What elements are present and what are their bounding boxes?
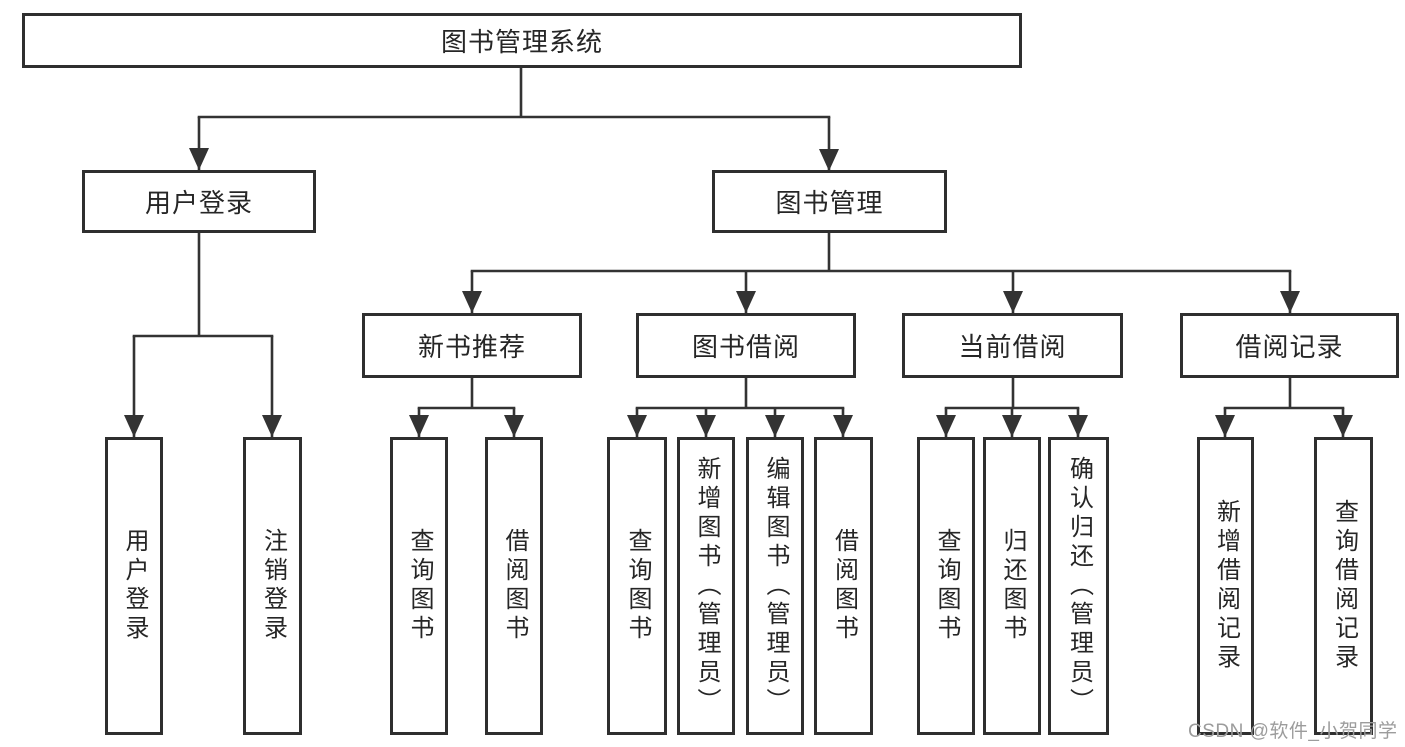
connector-line xyxy=(132,66,1345,410)
leaf-newbook-query-books: 查询图书 xyxy=(390,437,448,735)
leaf-user-login: 用户登录 xyxy=(105,437,163,735)
node-library-system: 图书管理系统 xyxy=(22,13,1022,68)
node-current-borrow: 当前借阅 xyxy=(902,313,1123,378)
node-label: 借阅图书 xyxy=(501,528,528,644)
node-label: 借阅记录 xyxy=(1235,332,1344,362)
leaf-current-confirm-return-admin: 确认归还（管理员） xyxy=(1048,437,1109,735)
leaf-logout-login: 注销登录 xyxy=(243,437,302,735)
node-label: 归还图书 xyxy=(999,528,1026,644)
node-label: 图书管理 xyxy=(775,188,884,218)
leaf-current-query-books: 查询图书 xyxy=(917,437,975,735)
node-label: 确认归还（管理员） xyxy=(1065,455,1093,717)
node-label: 借阅图书 xyxy=(830,528,858,644)
leaf-borrow-add-books-admin: 新增图书（管理员） xyxy=(677,437,735,735)
node-label: 新增图书（管理员） xyxy=(693,455,720,717)
leaf-record-query-borrow-record: 查询借阅记录 xyxy=(1314,437,1373,735)
node-label: 注销登录 xyxy=(259,528,287,644)
csdn-watermark: CSDN @软件_小贺同学 xyxy=(1188,721,1398,742)
node-label: 新增借阅记录 xyxy=(1212,499,1240,673)
leaf-newbook-borrow-books: 借阅图书 xyxy=(485,437,543,735)
node-label: 编辑图书（管理员） xyxy=(762,455,789,717)
leaf-borrow-edit-books-admin: 编辑图书（管理员） xyxy=(746,437,804,735)
node-label: 用户登录 xyxy=(144,188,253,218)
leaf-record-add-borrow-record: 新增借阅记录 xyxy=(1197,437,1254,735)
leaf-borrow-borrow-books: 借阅图书 xyxy=(814,437,873,735)
node-label: 查询图书 xyxy=(933,528,960,644)
node-label: 用户登录 xyxy=(121,528,148,644)
leaf-borrow-query-books: 查询图书 xyxy=(607,437,667,735)
node-book-borrow: 图书借阅 xyxy=(636,313,856,378)
node-label: 图书借阅 xyxy=(691,332,800,362)
node-label: 图书管理系统 xyxy=(440,27,603,57)
leaf-current-return-books: 归还图书 xyxy=(983,437,1041,735)
node-label: 当前借阅 xyxy=(958,332,1067,362)
node-borrow-record: 借阅记录 xyxy=(1180,313,1399,378)
node-label: 查询图书 xyxy=(624,528,651,644)
node-label: 新书推荐 xyxy=(417,332,526,362)
node-new-book-recommend: 新书推荐 xyxy=(362,313,582,378)
node-label: 查询借阅记录 xyxy=(1330,499,1358,673)
node-user-login: 用户登录 xyxy=(82,170,316,233)
node-label: 查询图书 xyxy=(406,528,433,644)
node-book-management: 图书管理 xyxy=(712,170,947,233)
